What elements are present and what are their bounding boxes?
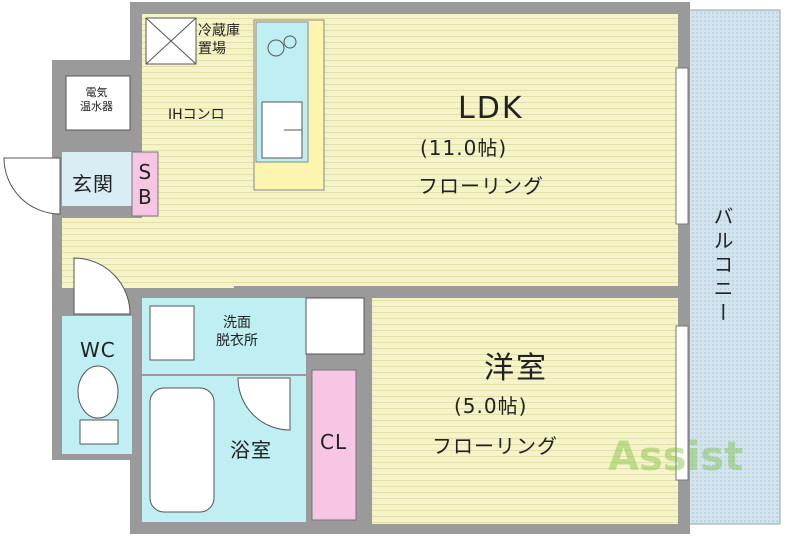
- washer-space: [305, 297, 365, 355]
- western-room-label: 洋室: [484, 351, 548, 386]
- burner-icon: [267, 39, 285, 57]
- ldk-size: (11.0帖): [420, 136, 508, 160]
- ldk-window: [675, 67, 689, 225]
- western-window: [675, 325, 689, 481]
- water-heater-box: [65, 75, 131, 131]
- closet-label: CL: [320, 430, 348, 454]
- western-room-floor: [372, 298, 678, 524]
- fridge-space-label: 冷蔵庫 置場: [198, 23, 240, 58]
- closet: [311, 369, 357, 521]
- balcony-label: バルコニー: [710, 206, 734, 326]
- wc-door-icon: [73, 257, 131, 315]
- entrance-label: 玄関: [72, 172, 114, 196]
- toilet-tank-icon: [79, 419, 119, 445]
- ldk-floor: フローリング: [418, 174, 544, 198]
- toilet-icon: [77, 365, 119, 419]
- bathtub-icon: [149, 387, 215, 513]
- bathroom-door-icon: [237, 377, 291, 431]
- shoe-box-label: S B: [138, 160, 153, 209]
- shoe-box: [131, 151, 159, 217]
- bathroom-label: 浴室: [230, 438, 272, 462]
- water-heater-label: 電気 温水器: [80, 86, 113, 114]
- ldk-label: LDK: [458, 91, 524, 126]
- watermark-logo: Assist: [608, 434, 743, 480]
- corridor-floor-2: [174, 270, 234, 288]
- western-room-floor: フローリング: [432, 434, 558, 458]
- ih-stove-label: IHコンロ: [168, 107, 225, 123]
- entrance-floor: [62, 152, 132, 206]
- washroom-label: 洗面 脱衣所: [216, 315, 258, 350]
- western-room-size: (5.0帖): [454, 394, 528, 418]
- burner-icon-2: [283, 35, 297, 49]
- ldk-floor: [142, 14, 678, 286]
- balcony-area: [687, 9, 781, 525]
- entrance-door-icon: [3, 157, 61, 215]
- wc-label: WC: [80, 338, 116, 362]
- washbasin-icon: [149, 305, 195, 361]
